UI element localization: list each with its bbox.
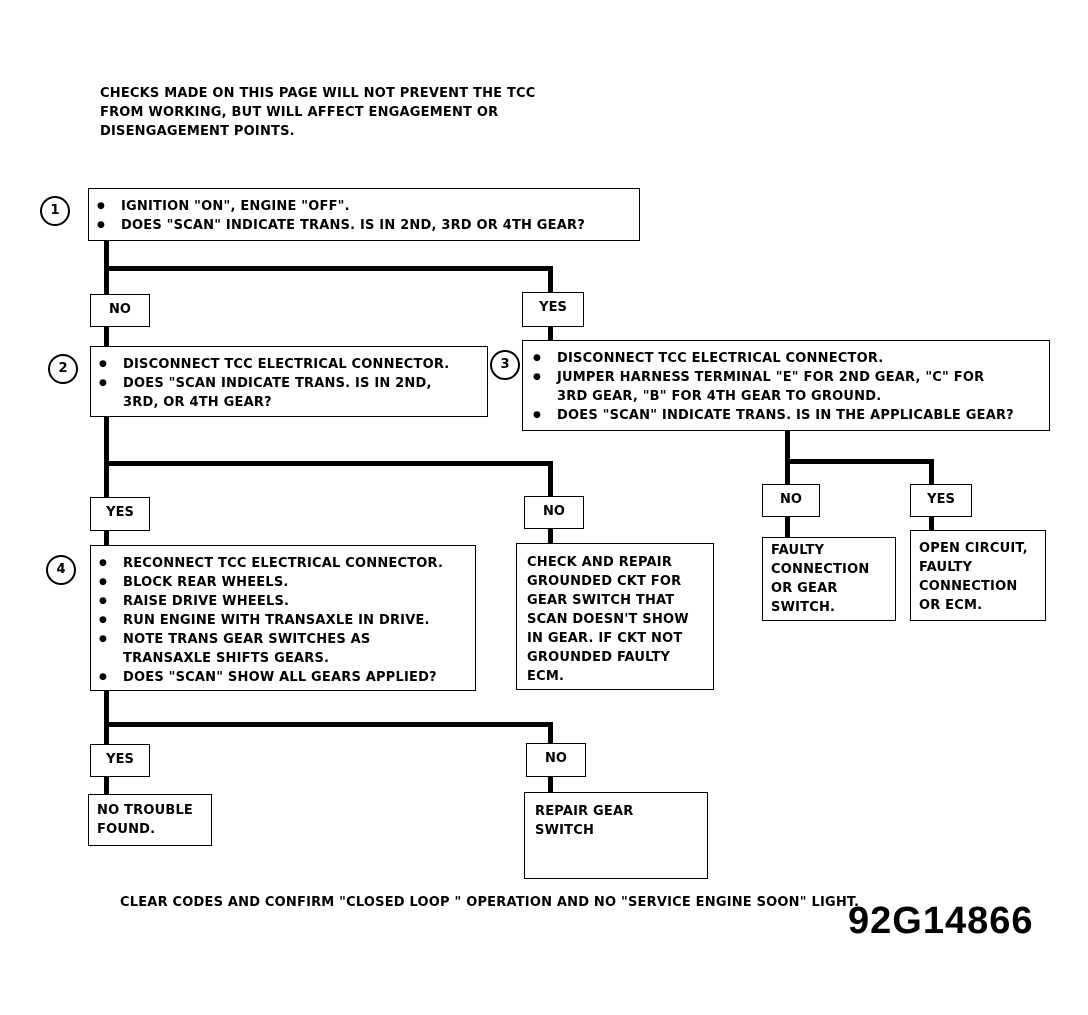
connector	[104, 776, 109, 794]
step-3-box: DISCONNECT TCC ELECTRICAL CONNECTOR. JUM…	[522, 340, 1050, 431]
intro-line-1: CHECKS MADE ON THIS PAGE WILL NOT PREVEN…	[100, 86, 536, 101]
step-4-line: RECONNECT TCC ELECTRICAL CONNECTOR.	[99, 554, 443, 573]
result-line: OR GEAR	[771, 581, 838, 596]
result-line: CONNECTION	[771, 562, 870, 577]
footer-note: CLEAR CODES AND CONFIRM "CLOSED LOOP " O…	[120, 895, 860, 910]
connector	[548, 461, 553, 497]
connector	[104, 722, 553, 727]
step-3-number: 3	[490, 350, 520, 380]
step-3-yes-result: OPEN CIRCUIT, FAULTY CONNECTION OR ECM.	[910, 530, 1046, 621]
step-1-line: IGNITION "ON", ENGINE "OFF".	[97, 197, 350, 216]
connector	[104, 530, 109, 546]
connector	[548, 528, 553, 543]
step-2-no-label: NO	[524, 496, 584, 529]
step-2-line: 3RD, OR 4TH GEAR?	[123, 395, 272, 410]
step-1-box: IGNITION "ON", ENGINE "OFF". DOES "SCAN"…	[88, 188, 640, 241]
result-line: OR ECM.	[919, 598, 983, 613]
connector	[548, 776, 553, 792]
figure-id: 92G14866	[848, 900, 1034, 942]
result-line: GEAR SWITCH THAT	[527, 593, 675, 608]
connector	[104, 461, 553, 466]
step-2-number: 2	[48, 354, 78, 384]
step-4-number: 4	[46, 555, 76, 585]
step-4-line: RUN ENGINE WITH TRANSAXLE IN DRIVE.	[99, 611, 430, 630]
connector	[104, 416, 109, 498]
step-4-no-label: NO	[526, 743, 586, 777]
connector	[548, 326, 553, 341]
result-line: ECM.	[527, 669, 565, 684]
result-line: CONNECTION	[919, 579, 1018, 594]
result-line: REPAIR GEAR	[535, 804, 634, 819]
step-4-line: NOTE TRANS GEAR SWITCHES AS	[99, 630, 370, 649]
connector	[929, 459, 934, 485]
step-2-yes-label: YES	[90, 497, 150, 531]
step-4-line: RAISE DRIVE WHEELS.	[99, 592, 289, 611]
step-4-line: DOES "SCAN" SHOW ALL GEARS APPLIED?	[99, 668, 437, 687]
connector	[104, 690, 109, 745]
step-4-line: TRANSAXLE SHIFTS GEARS.	[123, 651, 330, 666]
step-1-line: DOES "SCAN" INDICATE TRANS. IS IN 2ND, 3…	[97, 216, 585, 235]
connector	[548, 266, 553, 294]
result-line: GROUNDED FAULTY	[527, 650, 671, 665]
intro-line-3: DISENGAGEMENT POINTS.	[100, 124, 295, 139]
connector	[548, 722, 553, 744]
step-3-line: DISCONNECT TCC ELECTRICAL CONNECTOR.	[533, 349, 883, 368]
step-1-number: 1	[40, 196, 70, 226]
result-line: CHECK AND REPAIR	[527, 555, 673, 570]
step-3-no-result: FAULTY CONNECTION OR GEAR SWITCH.	[762, 537, 896, 621]
result-line: FOUND.	[97, 822, 156, 837]
intro-line-2: FROM WORKING, BUT WILL AFFECT ENGAGEMENT…	[100, 105, 499, 120]
step-3-line: 3RD GEAR, "B" FOR 4TH GEAR TO GROUND.	[557, 389, 882, 404]
result-line: SWITCH.	[771, 600, 836, 615]
connector	[929, 516, 934, 532]
step-2-line: DISCONNECT TCC ELECTRICAL CONNECTOR.	[99, 355, 449, 374]
step-3-line: DOES "SCAN" INDICATE TRANS. IS IN THE AP…	[533, 406, 1014, 425]
connector	[104, 326, 109, 348]
result-line: GROUNDED CKT FOR	[527, 574, 682, 589]
step-1-yes-label: YES	[522, 292, 584, 327]
step-4-no-result: REPAIR GEAR SWITCH	[524, 792, 708, 879]
step-4-yes-label: YES	[90, 744, 150, 777]
result-line: SCAN DOESN'T SHOW	[527, 612, 689, 627]
result-line: OPEN CIRCUIT,	[919, 541, 1028, 556]
step-3-line: JUMPER HARNESS TERMINAL "E" FOR 2ND GEAR…	[533, 368, 984, 387]
result-line: SWITCH	[535, 823, 595, 838]
step-4-line: BLOCK REAR WHEELS.	[99, 573, 289, 592]
step-2-box: DISCONNECT TCC ELECTRICAL CONNECTOR. DOE…	[90, 346, 488, 417]
step-1-no-label: NO	[90, 294, 150, 327]
result-line: FAULTY	[919, 560, 973, 575]
step-2-no-result: CHECK AND REPAIR GROUNDED CKT FOR GEAR S…	[516, 543, 714, 690]
result-line: NO TROUBLE	[97, 803, 194, 818]
step-3-no-label: NO	[762, 484, 820, 517]
connector	[104, 266, 553, 271]
step-3-yes-label: YES	[910, 484, 972, 517]
result-line: IN GEAR. IF CKT NOT	[527, 631, 683, 646]
result-line: FAULTY	[771, 543, 825, 558]
step-4-yes-result: NO TROUBLE FOUND.	[88, 794, 212, 846]
step-2-line: DOES "SCAN INDICATE TRANS. IS IN 2ND,	[99, 374, 432, 393]
step-4-box: RECONNECT TCC ELECTRICAL CONNECTOR. BLOC…	[90, 545, 476, 691]
connector	[785, 516, 790, 538]
connector	[785, 430, 790, 485]
connector	[785, 459, 934, 464]
